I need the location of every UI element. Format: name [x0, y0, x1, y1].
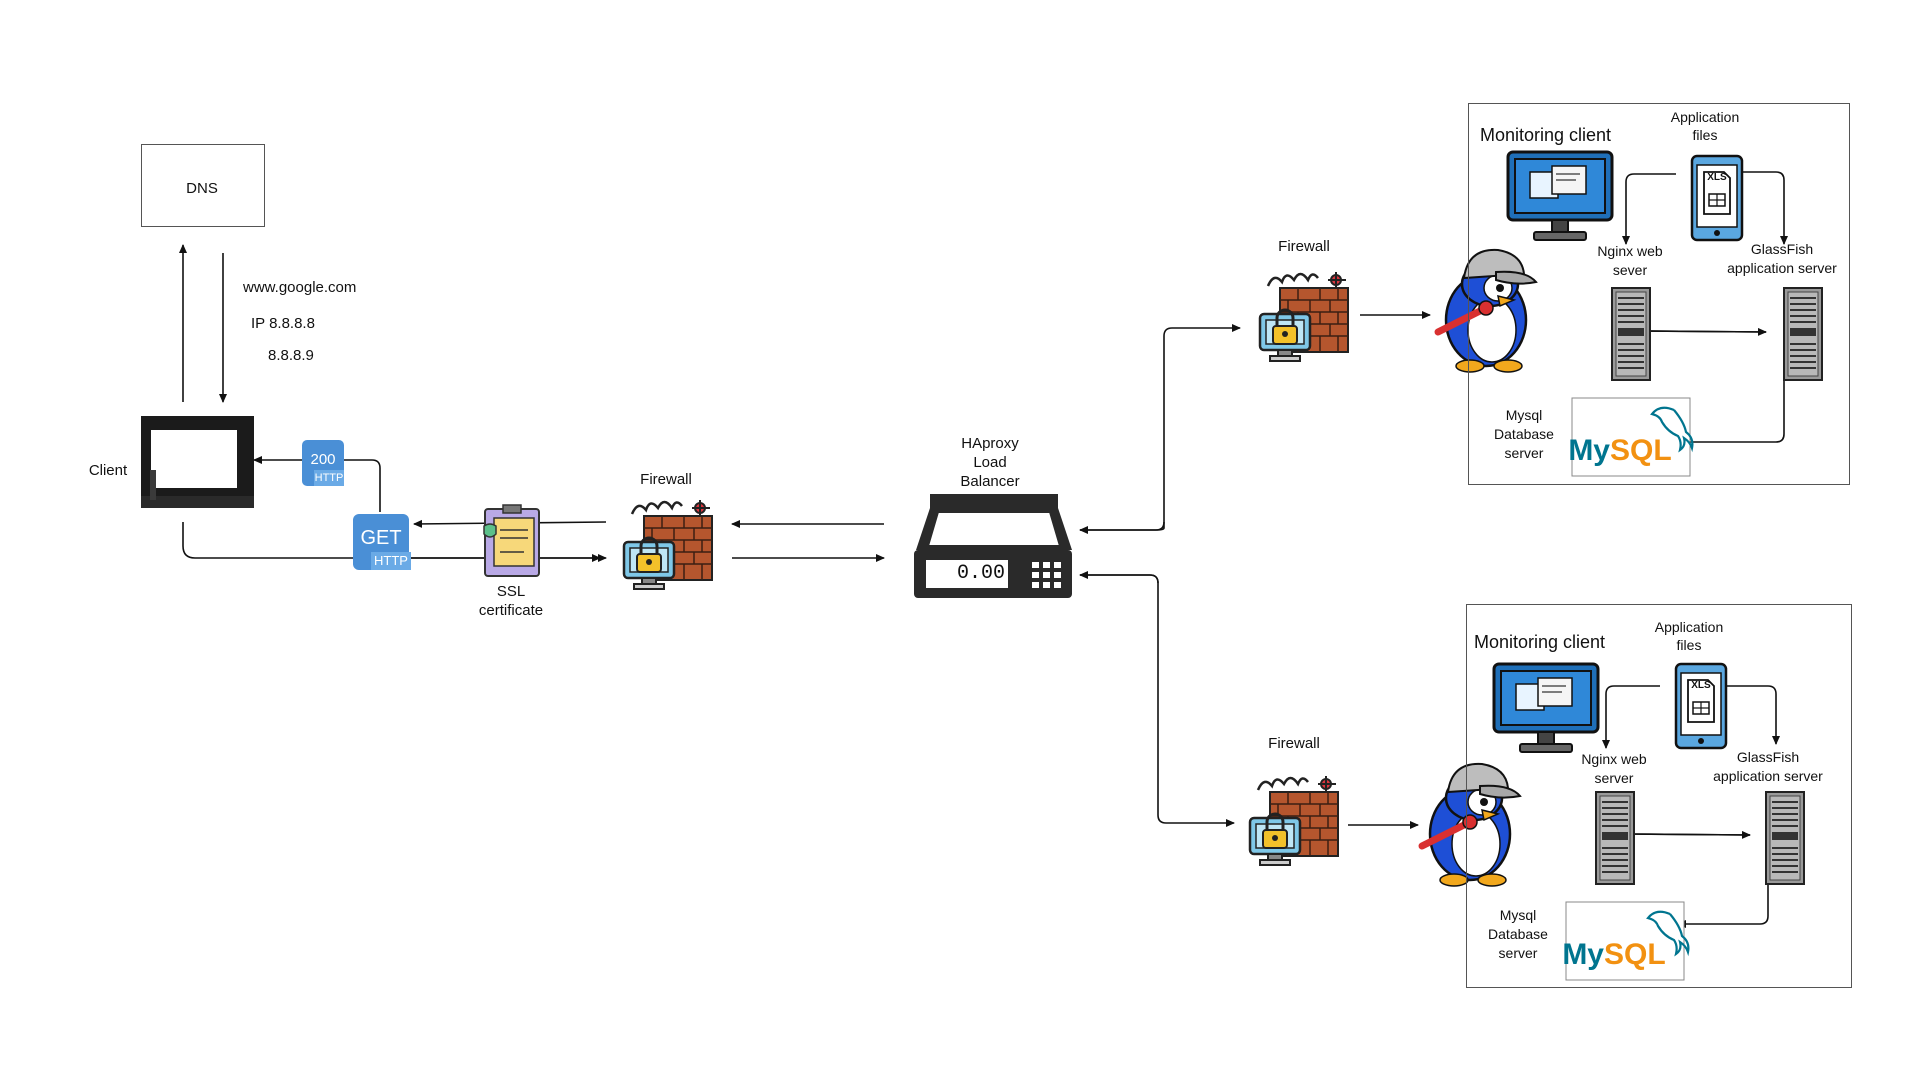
- http-get-icon: [353, 514, 411, 570]
- app-files-top-label: Application files: [1670, 109, 1740, 143]
- mysql-logo-bottom: [1565, 901, 1690, 981]
- mysql-bottom-label: Mysql Database server: [1488, 907, 1548, 961]
- firewall-top-label: Firewall: [1278, 238, 1330, 255]
- mysql-top-label: Mysql Database server: [1494, 407, 1554, 461]
- ssl-label: SSL certificate: [478, 583, 544, 619]
- firewall-front-label: Firewall: [640, 471, 692, 488]
- mysql-bottom-logo-text: MySQL: [1554, 938, 1674, 972]
- firewall-bottom-label: Firewall: [1268, 735, 1320, 752]
- firewall-front-icon: [622, 498, 714, 591]
- ssl-certificate-icon: [483, 504, 540, 577]
- monitoring-top-label: Monitoring client: [1480, 125, 1612, 145]
- http-get-tag: HTTP: [374, 553, 408, 568]
- mysql-top-my: My: [1568, 434, 1610, 467]
- server-cluster-bottom: [1466, 604, 1852, 988]
- dns-box: [141, 144, 265, 227]
- mysql-logo-top: [1571, 397, 1694, 477]
- server-cluster-top: [1468, 103, 1850, 485]
- http-200-icon: [302, 440, 344, 486]
- nginx-bottom-label: Nginx web server: [1581, 751, 1647, 786]
- monitoring-bottom-label: Monitoring client: [1474, 632, 1606, 652]
- http-200-tag: HTTP: [314, 472, 344, 484]
- glassfish-bottom-label: GlassFish application server: [1713, 749, 1823, 784]
- glassfish-top-label: GlassFish application server: [1727, 241, 1837, 276]
- client-label: Client: [88, 462, 128, 479]
- app-files-bottom-label: Application files: [1654, 619, 1724, 653]
- dns-ip1-label: IP 8.8.8.8: [251, 315, 315, 332]
- nginx-top-label: Nginx web sever: [1597, 243, 1663, 278]
- firewall-bottom-icon: [1248, 774, 1340, 867]
- load-balancer-label: HAproxy Load Balancer: [960, 435, 1020, 490]
- load-balancer-icon: [914, 494, 1072, 598]
- dns-query-label: www.google.com: [243, 279, 357, 296]
- dns-ip2-label: 8.8.8.9: [268, 347, 314, 364]
- mysql-bottom-sql: SQL: [1604, 938, 1666, 971]
- firewall-top-icon: [1258, 270, 1350, 363]
- load-balancer-display: 0.00: [956, 562, 1005, 585]
- http-200-code: 200: [310, 451, 336, 468]
- file-tag-bottom: XLS: [1691, 680, 1711, 691]
- mysql-bottom-my: My: [1562, 938, 1604, 971]
- file-tag-top: XLS: [1707, 172, 1727, 183]
- connector-lines: [179, 171, 1788, 928]
- mysql-top-sql: SQL: [1610, 434, 1672, 467]
- laptop-icon: [141, 416, 254, 508]
- http-get-method: GET: [360, 527, 402, 549]
- dns-label: DNS: [186, 180, 218, 197]
- mysql-top-logo-text: MySQL: [1560, 434, 1680, 468]
